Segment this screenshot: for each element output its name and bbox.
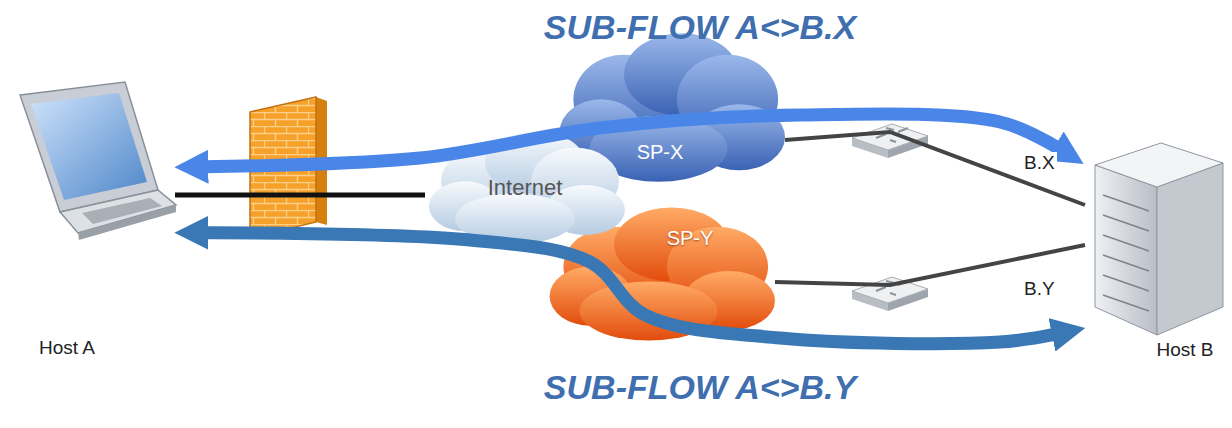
label-holder: SUB-FLOW A<>B.Y <box>544 368 856 407</box>
interface-label: B.Y <box>1022 278 1057 300</box>
flow-title: SUB-FLOW A<>B.X <box>544 8 856 47</box>
interface-label: B.X <box>1022 152 1057 174</box>
host-label: Host B <box>1085 135 1225 365</box>
server-illustration <box>1095 143 1223 335</box>
internet-cloud: Internet <box>425 125 625 250</box>
label-holder: SUB-FLOW A<>B.X <box>544 8 856 47</box>
provider-cloud: SP-Y <box>545 200 775 348</box>
node-text: Host A <box>39 337 95 359</box>
node-text: Internet <box>488 175 563 201</box>
label-holder: B.Y <box>1022 278 1057 300</box>
node-text: SP-X <box>637 141 684 164</box>
node-text: Host B <box>1156 339 1213 361</box>
link-line <box>175 193 425 198</box>
flow-title: SUB-FLOW A<>B.Y <box>544 368 856 407</box>
cloud-shape <box>555 25 785 190</box>
host-label: Host A <box>0 80 175 365</box>
label-holder: B.X <box>1022 152 1057 174</box>
node-text: SP-Y <box>667 227 714 250</box>
cloud-shape <box>545 200 775 348</box>
provider-cloud: SP-X <box>555 25 785 190</box>
link-line <box>785 132 1085 205</box>
laptop-illustration <box>20 82 176 240</box>
router-illustration <box>852 277 928 311</box>
